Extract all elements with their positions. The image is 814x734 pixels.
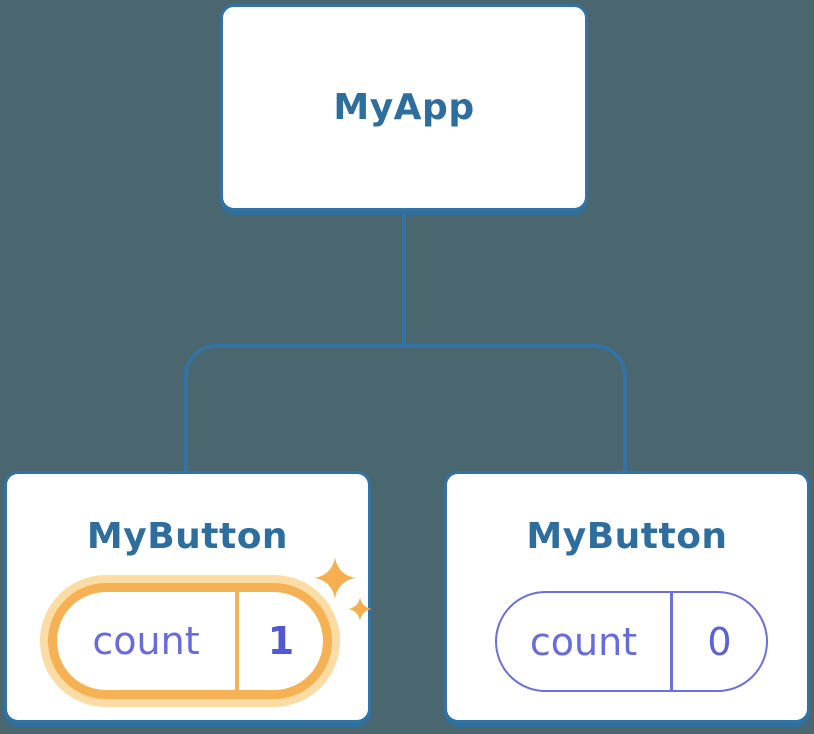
sparkle-icon bbox=[314, 557, 372, 621]
state-pill-highlighted: count 1 bbox=[40, 575, 340, 707]
node-label-mybutton-1: MyButton bbox=[86, 516, 289, 557]
tree-node-myapp: MyApp bbox=[220, 4, 588, 211]
tree-node-mybutton-2: MyButton count 0 bbox=[444, 471, 810, 723]
state-pill-highlight-ring: count 1 bbox=[48, 583, 332, 699]
state-pill-body: count 1 bbox=[57, 592, 323, 690]
connector-stem-line bbox=[402, 213, 406, 347]
state-name-label: count bbox=[92, 619, 200, 663]
node-label-myapp: MyApp bbox=[333, 87, 475, 128]
state-name-label: count bbox=[529, 619, 638, 664]
state-value-section: 1 bbox=[239, 592, 323, 690]
state-value-label: 1 bbox=[267, 619, 295, 663]
state-value-label: 0 bbox=[707, 619, 732, 664]
node-label-mybutton-2: MyButton bbox=[526, 516, 728, 557]
state-pill: count 0 bbox=[495, 591, 768, 692]
tree-node-mybutton-1: MyButton count 1 bbox=[4, 471, 372, 723]
state-name-section: count bbox=[497, 593, 670, 690]
pill-divider bbox=[670, 593, 673, 690]
state-value-section: 0 bbox=[673, 593, 766, 690]
connector-branch-line bbox=[184, 344, 627, 472]
pill-divider bbox=[235, 592, 239, 690]
state-name-section: count bbox=[57, 592, 235, 690]
